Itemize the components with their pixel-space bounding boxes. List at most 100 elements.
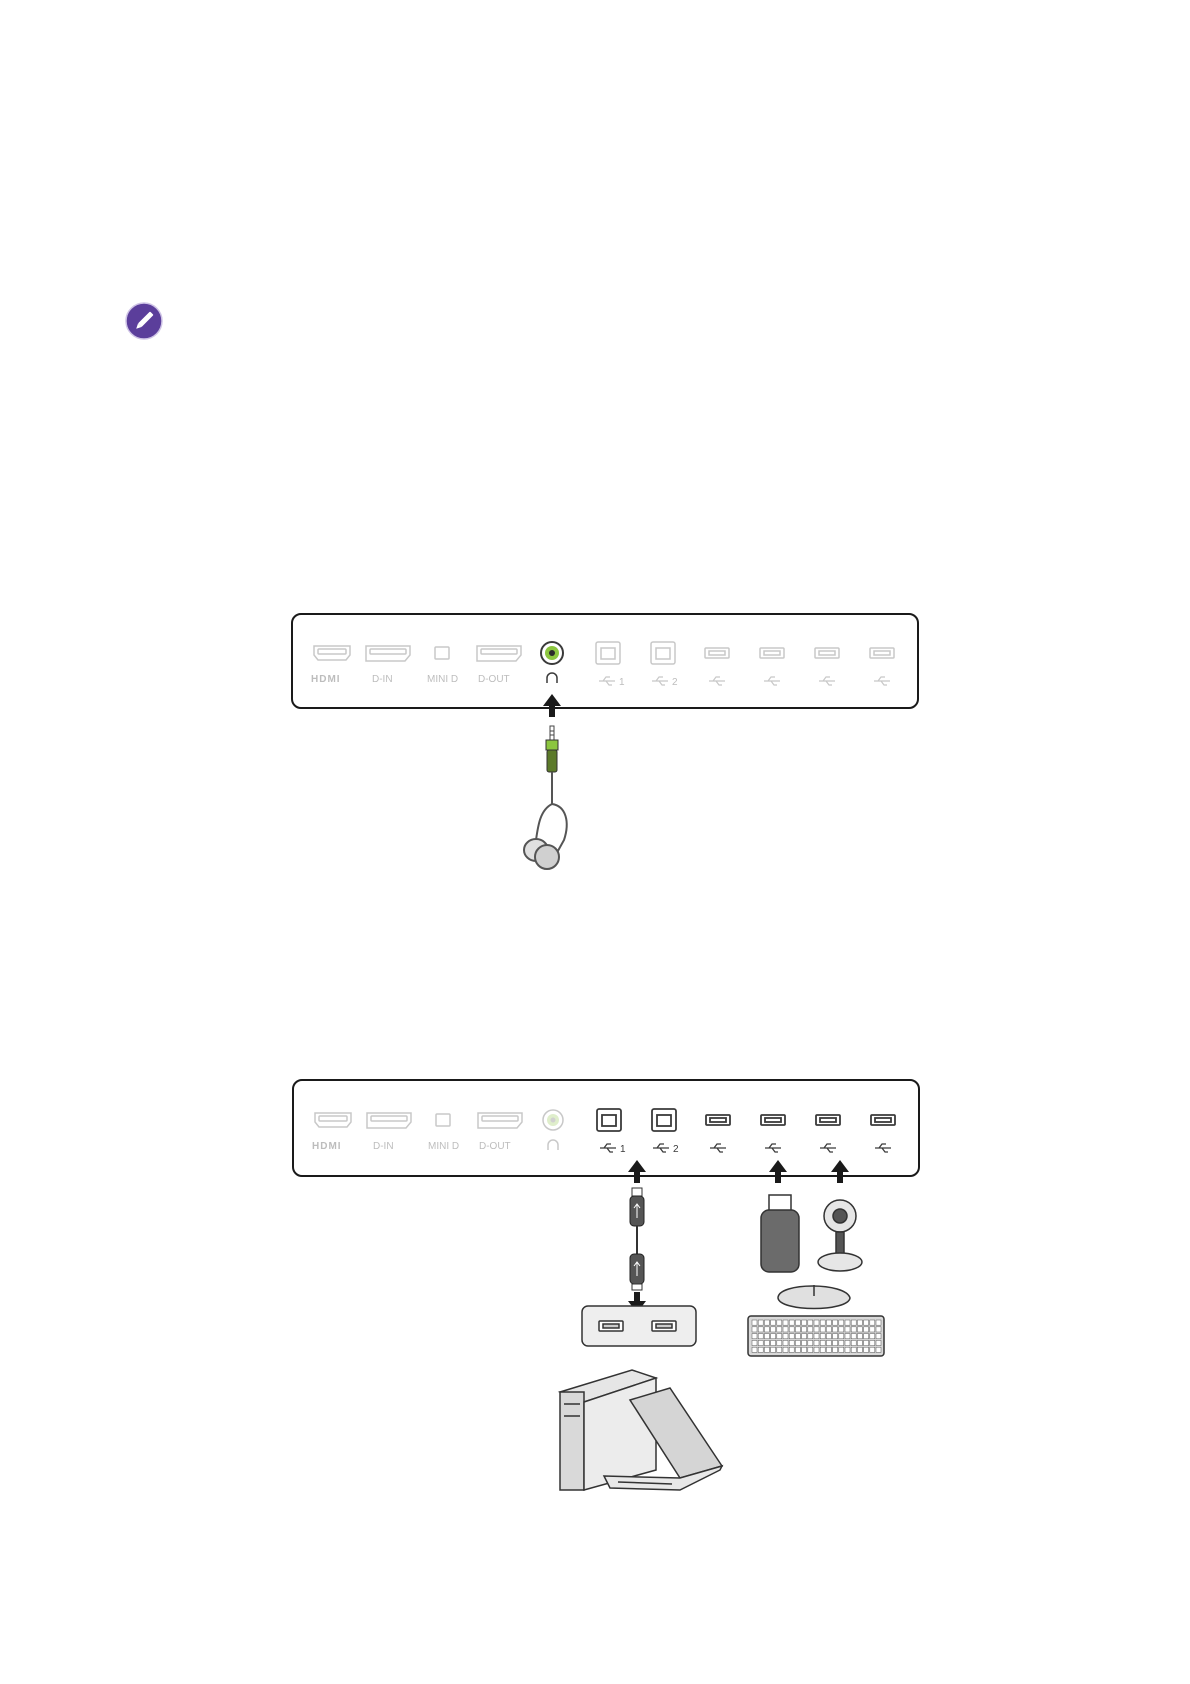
keyboard-key <box>758 1320 763 1325</box>
keyboard-key <box>795 1347 800 1352</box>
usb-upstream-1-label: 1 <box>619 677 625 688</box>
keyboard-key <box>864 1320 869 1325</box>
keyboard-key <box>789 1347 794 1352</box>
keyboard-key <box>820 1327 825 1332</box>
keyboard-key <box>833 1327 838 1332</box>
keyboard-key <box>758 1327 763 1332</box>
keyboard-key <box>771 1334 776 1339</box>
displayport-out-label: D-OUT <box>479 1141 511 1152</box>
keyboard-key <box>814 1347 819 1352</box>
keyboard-key <box>783 1327 788 1332</box>
headphones-icon <box>524 804 567 869</box>
displayport-in-port <box>367 1113 411 1128</box>
usb-icon <box>600 1144 616 1152</box>
keyboard-key <box>764 1327 769 1332</box>
keyboard-key <box>814 1334 819 1339</box>
keyboard-key <box>845 1347 850 1352</box>
keyboard-key <box>826 1340 831 1345</box>
keyboard-key <box>876 1340 881 1345</box>
arrow-up-icon <box>628 1160 646 1183</box>
headphone-symbol-icon <box>548 1140 558 1150</box>
keyboard-key <box>758 1334 763 1339</box>
keyboard-key <box>752 1320 757 1325</box>
keyboard-key <box>864 1327 869 1332</box>
keyboard-key <box>771 1320 776 1325</box>
keyboard-key <box>826 1320 831 1325</box>
keyboard-key <box>857 1334 862 1339</box>
keyboard-key <box>758 1347 763 1352</box>
keyboard-key <box>857 1340 862 1345</box>
usb-a-port <box>761 1115 785 1125</box>
keyboard-key <box>839 1340 844 1345</box>
keyboard-key <box>764 1334 769 1339</box>
keyboard-key <box>789 1340 794 1345</box>
computer-usb-panel <box>582 1306 696 1346</box>
keyboard-key <box>826 1327 831 1332</box>
usb-upstream-2-label: 2 <box>672 677 678 688</box>
keyboard-key <box>802 1334 807 1339</box>
displayport-out-port <box>478 1113 522 1128</box>
usb-a-port <box>652 1321 676 1331</box>
usb-upstream-2-label: 2 <box>673 1144 679 1155</box>
keyboard-key <box>752 1327 757 1332</box>
keyboard-key <box>845 1327 850 1332</box>
keyboard-key <box>795 1320 800 1325</box>
keyboard-key <box>777 1347 782 1352</box>
usb-a-port <box>599 1321 623 1331</box>
keyboard-key <box>857 1320 862 1325</box>
keyboard-key <box>820 1347 825 1352</box>
keyboard-key <box>795 1327 800 1332</box>
keyboard-key <box>864 1340 869 1345</box>
keyboard-key <box>870 1320 875 1325</box>
keyboard-key <box>802 1347 807 1352</box>
keyboard-key <box>814 1340 819 1345</box>
keyboard-key <box>870 1334 875 1339</box>
keyboard-key <box>771 1340 776 1345</box>
keyboard-key <box>771 1327 776 1332</box>
keyboard-key <box>783 1340 788 1345</box>
usb-icon <box>875 1144 891 1152</box>
desktop-tower-icon <box>560 1370 656 1490</box>
usb-icon <box>820 1144 836 1152</box>
keyboard-key <box>802 1340 807 1345</box>
keyboard-key <box>845 1320 850 1325</box>
usb-b-port-2 <box>652 1109 676 1131</box>
monitor-port-panel <box>293 1080 919 1176</box>
laptop-icon <box>604 1388 722 1490</box>
hdmi-port <box>315 1113 351 1127</box>
hdmi-label: HDMI <box>311 674 341 685</box>
webcam-icon <box>818 1200 862 1271</box>
keyboard-key <box>777 1340 782 1345</box>
keyboard-key <box>851 1334 856 1339</box>
keyboard-key <box>845 1340 850 1345</box>
keyboard-key <box>839 1320 844 1325</box>
keyboard-key <box>839 1347 844 1352</box>
keyboard-key <box>820 1334 825 1339</box>
keyboard-key <box>851 1320 856 1325</box>
keyboard-key <box>802 1327 807 1332</box>
displayport-in-label: D-IN <box>373 1141 394 1152</box>
usb-b-port-1 <box>597 1109 621 1131</box>
usb-a-port <box>706 1115 730 1125</box>
keyboard-key <box>839 1334 844 1339</box>
keyboard-key <box>808 1327 813 1332</box>
keyboard-key <box>777 1334 782 1339</box>
displayport-out-label: D-OUT <box>478 674 510 685</box>
keyboard-key <box>783 1320 788 1325</box>
usb-icon <box>710 1144 726 1152</box>
keyboard-key <box>857 1327 862 1332</box>
keyboard-icon <box>748 1316 884 1356</box>
keyboard-key <box>764 1347 769 1352</box>
keyboard-key <box>870 1340 875 1345</box>
keyboard-key <box>839 1327 844 1332</box>
keyboard-key <box>814 1320 819 1325</box>
keyboard-key <box>864 1334 869 1339</box>
keyboard-key <box>820 1320 825 1325</box>
mouse-icon <box>778 1285 850 1309</box>
usb-a-port <box>816 1115 840 1125</box>
keyboard-key <box>789 1334 794 1339</box>
headphone-plug <box>546 726 558 804</box>
keyboard-key <box>876 1347 881 1352</box>
keyboard-key <box>851 1327 856 1332</box>
keyboard-key <box>789 1320 794 1325</box>
